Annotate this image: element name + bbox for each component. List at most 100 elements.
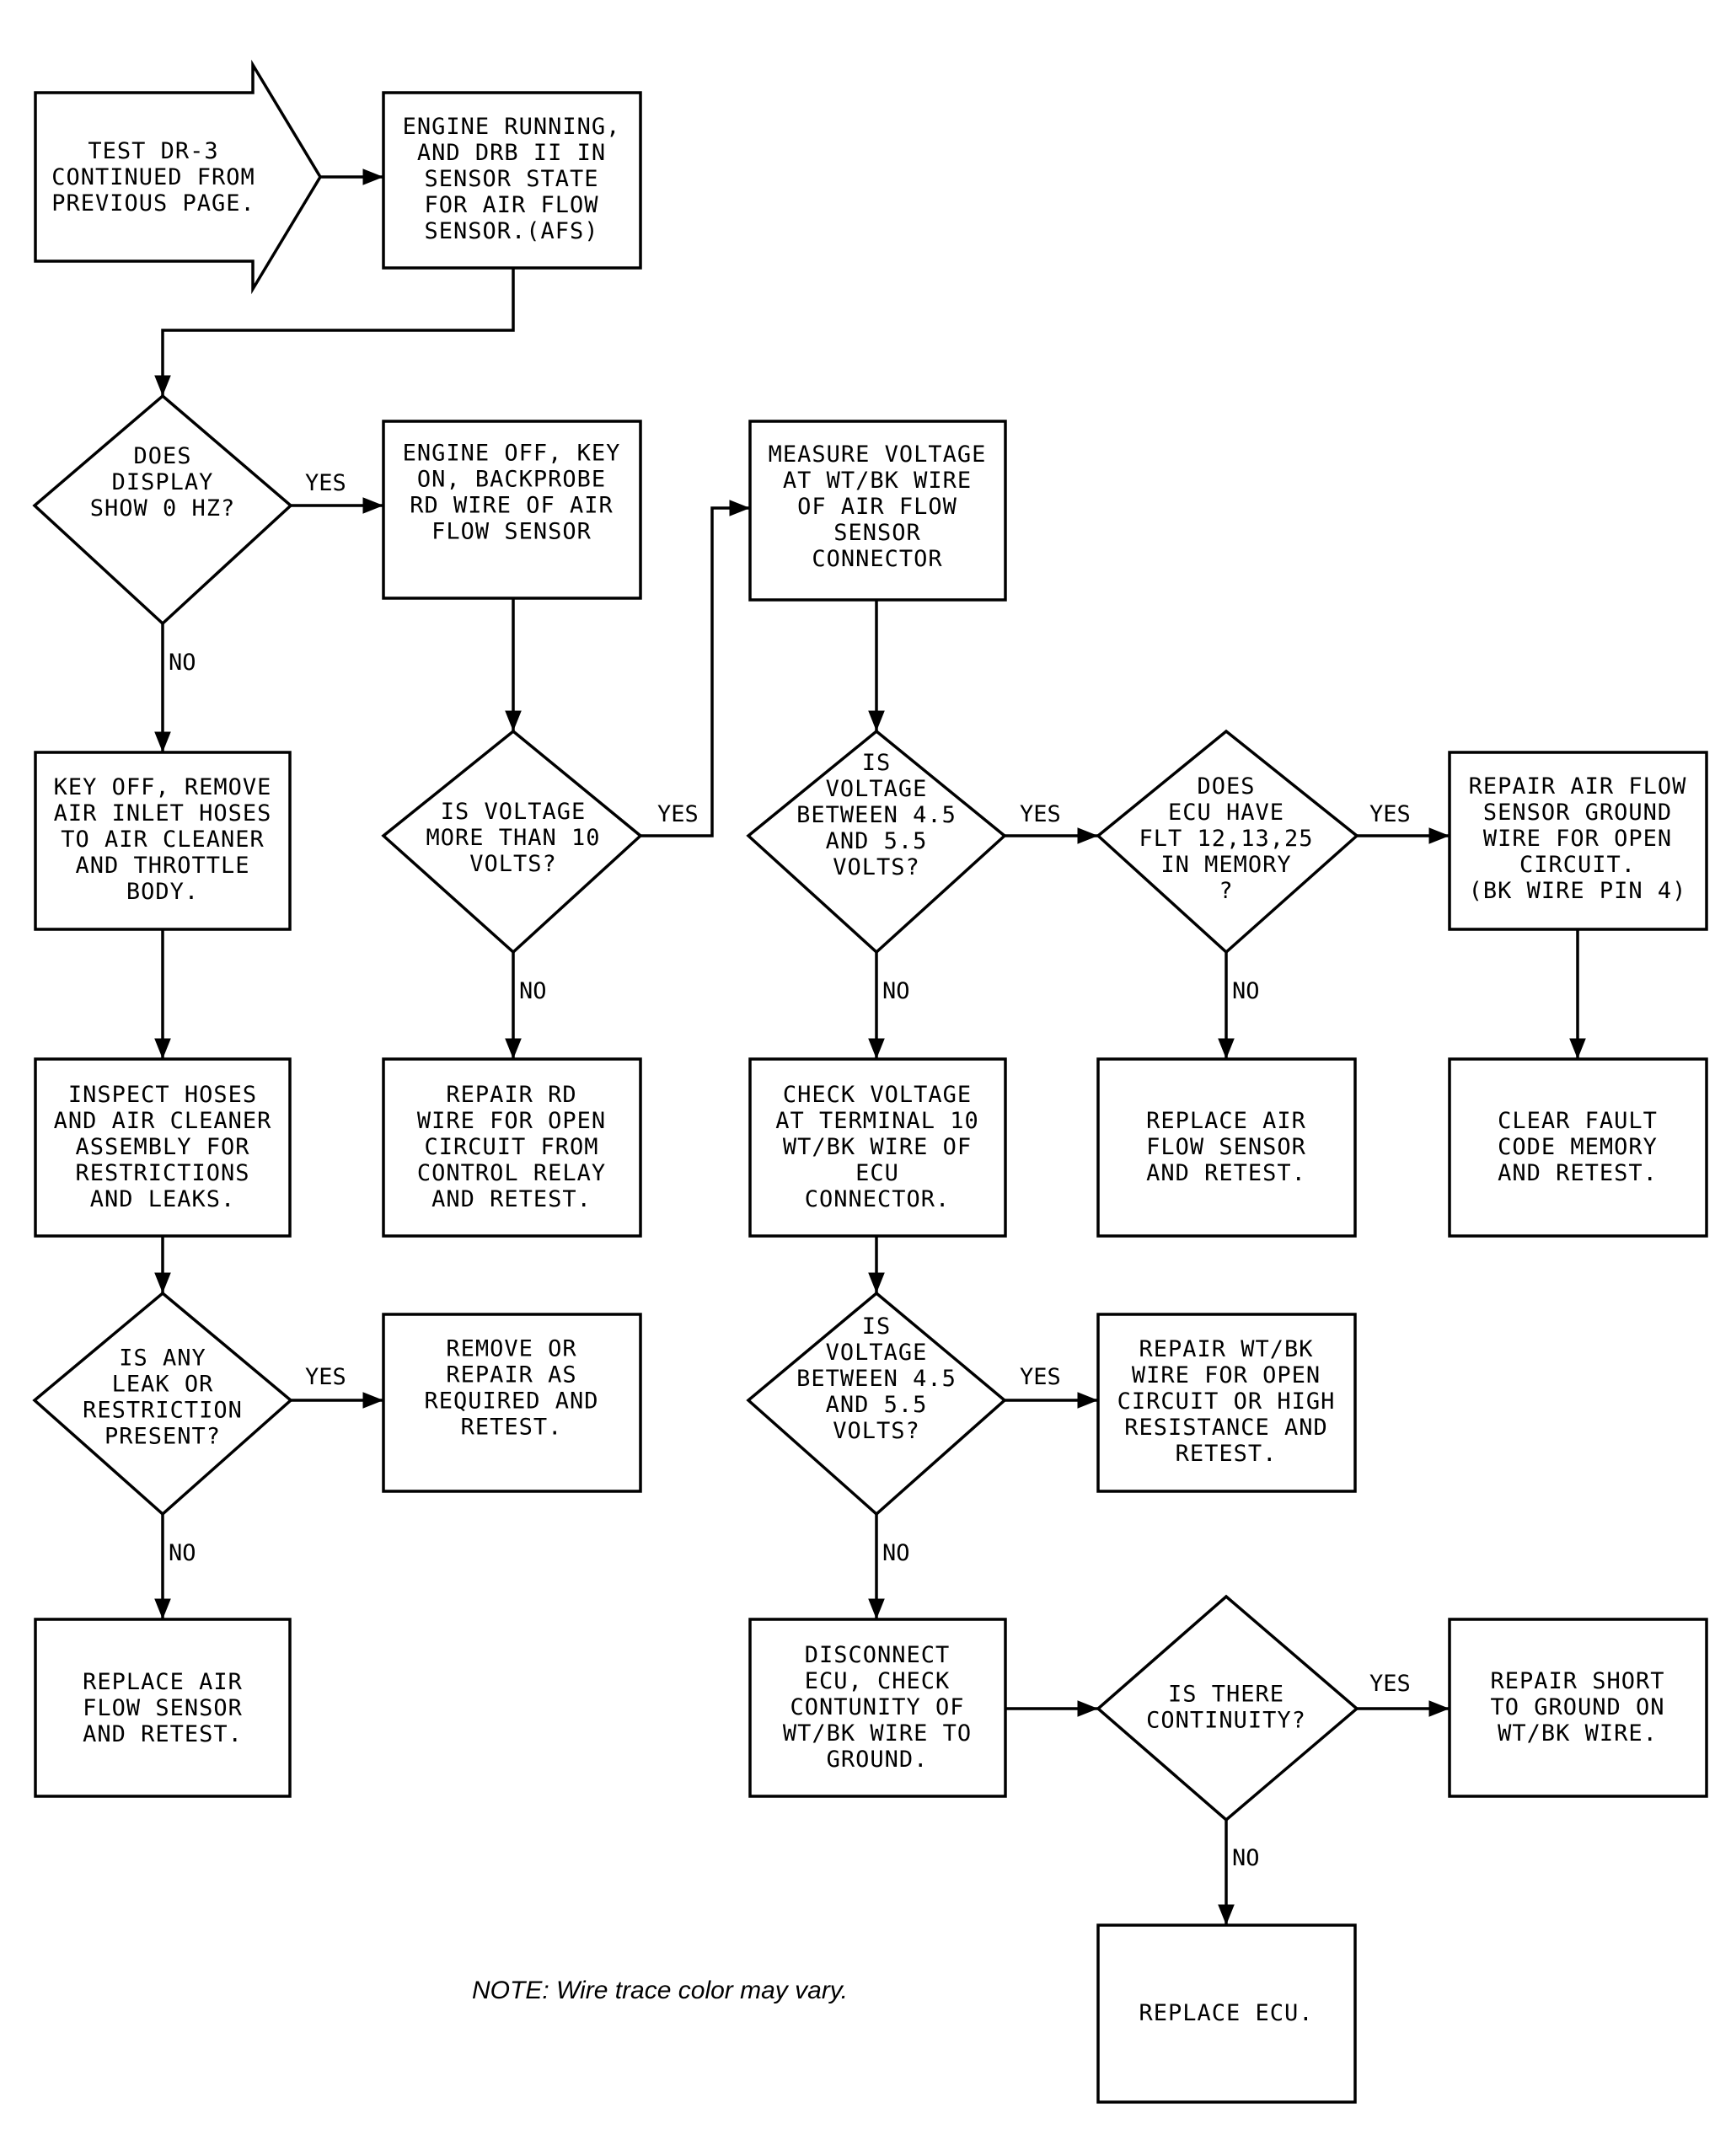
node-text-line: SENSOR — [833, 520, 921, 546]
node-text-line: VOLTS? — [833, 854, 920, 880]
node-text-line: AND LEAKS. — [90, 1186, 236, 1212]
node-text-line: REPLACE AIR — [83, 1669, 243, 1695]
node-text-line: ENGINE RUNNING, — [403, 114, 621, 140]
wire-color-note: NOTE: Wire trace color may vary. — [472, 1977, 848, 2004]
node-text-line: IS VOLTAGE — [441, 799, 587, 825]
box-repair-rd — [382, 1057, 642, 1238]
node-text-line: ECU, CHECK — [805, 1668, 951, 1694]
diamond-is-any-leak — [32, 1291, 293, 1517]
node-text-line: WT/BK WIRE TO — [783, 1720, 972, 1747]
node-text-line: CHECK VOLTAGE — [783, 1082, 972, 1108]
node-text-line: IS THERE — [1168, 1682, 1284, 1708]
box-disconnect-ecu — [748, 1618, 1007, 1798]
node-text-line: KEY OFF, REMOVE — [54, 774, 272, 800]
box-inspect-hoses — [34, 1057, 292, 1238]
node-text-line: DISCONNECT — [805, 1642, 951, 1668]
node-text-line: BETWEEN 4.5 — [796, 1366, 957, 1392]
box-remove-repair — [382, 1313, 642, 1493]
diamond-is-voltage-10 — [381, 729, 643, 955]
node-text-line: IN MEMORY — [1160, 852, 1291, 878]
label-no: NO — [1232, 978, 1260, 1004]
node-text-line: FOR AIR FLOW — [424, 192, 598, 218]
node-text-line: WIRE FOR OPEN — [1483, 826, 1672, 852]
box-repair-short — [1448, 1618, 1708, 1798]
node-text-line: DISPLAY — [112, 469, 214, 495]
node-text-line: REMOVE OR — [446, 1336, 576, 1362]
node-text-line: AT WT/BK WIRE — [783, 468, 972, 494]
node-text-line: RESTRICTIONS — [75, 1160, 249, 1186]
box-key-off — [34, 751, 292, 931]
node-text-line: FLOW SENSOR — [1146, 1134, 1306, 1160]
node-text-line: AND 5.5 — [826, 828, 928, 854]
node-text-line: RD WIRE OF AIR — [410, 493, 614, 519]
label-yes: YES — [657, 801, 699, 827]
node-text-line: BETWEEN 4.5 — [796, 802, 957, 828]
node-text-line: BODY. — [126, 879, 199, 905]
node-text-line: RETEST. — [1176, 1441, 1278, 1467]
diamond-is-voltage-a — [746, 729, 1007, 955]
node-text-line: PRESENT? — [105, 1424, 221, 1450]
label-no: NO — [169, 1540, 196, 1566]
node-text-line: VOLTS? — [833, 1418, 920, 1444]
node-text-line: AND 5.5 — [826, 1392, 928, 1418]
box-clear-fault — [1448, 1057, 1708, 1238]
node-text-line: REPAIR WT/BK — [1139, 1336, 1313, 1362]
box-repair-wtbk — [1096, 1313, 1357, 1493]
node-text-line: PREVIOUS PAGE. — [51, 190, 255, 217]
connector-is-voltage-10-yes — [640, 500, 750, 837]
label-yes: YES — [1369, 1671, 1411, 1697]
node-text-line: LEAK OR — [112, 1372, 214, 1398]
node-text-line: AIR INLET HOSES — [54, 800, 272, 827]
node-text-line: MORE THAN 10 — [426, 825, 600, 851]
node-text-line: SENSOR.(AFS) — [424, 218, 598, 244]
diamond-does-ecu — [1096, 729, 1359, 955]
node-text-line: REPAIR RD — [446, 1082, 576, 1108]
node-text-line: WT/BK WIRE. — [1498, 1720, 1658, 1747]
node-text-line: ? — [1219, 878, 1233, 904]
label-yes: YES — [1020, 1364, 1061, 1390]
node-text-line: AND DRB II IN — [417, 140, 606, 166]
connector-engine-running-to-does-display — [154, 268, 515, 396]
node-text-line: CIRCUIT OR HIGH — [1117, 1388, 1336, 1415]
node-text-line: FLT 12,13,25 — [1139, 826, 1313, 852]
text-replace-ecu: REPLACE ECU. — [1139, 2000, 1313, 2026]
node-text-line: AND RETEST. — [431, 1186, 592, 1212]
node-text-line: VOLTS? — [469, 851, 557, 877]
start-arrow — [34, 59, 323, 295]
node-text-line: ECU HAVE — [1168, 800, 1284, 826]
node-text-line: IS — [862, 750, 892, 776]
node-text-line: CIRCUIT FROM — [424, 1134, 598, 1160]
box-repair-ground — [1448, 751, 1708, 931]
node-text-line: DOES — [1197, 773, 1255, 800]
node-text-line: AND RETEST. — [1146, 1160, 1306, 1186]
label-no: NO — [169, 650, 196, 676]
node-text-line: CONTINUED FROM — [51, 164, 255, 190]
node-text-line: ENGINE OFF, KEY — [403, 441, 621, 467]
diamond-does-display — [32, 393, 293, 626]
node-text-line: VOLTAGE — [826, 776, 928, 802]
node-text-line: ON, BACKPROBE — [417, 467, 606, 493]
label-no: NO — [882, 1540, 910, 1566]
diamond-is-continuity — [1096, 1594, 1359, 1822]
node-text-line: RESISTANCE AND — [1124, 1415, 1328, 1441]
connectors — [154, 169, 1586, 1925]
node-text-line: CONTUNITY OF — [790, 1694, 964, 1720]
